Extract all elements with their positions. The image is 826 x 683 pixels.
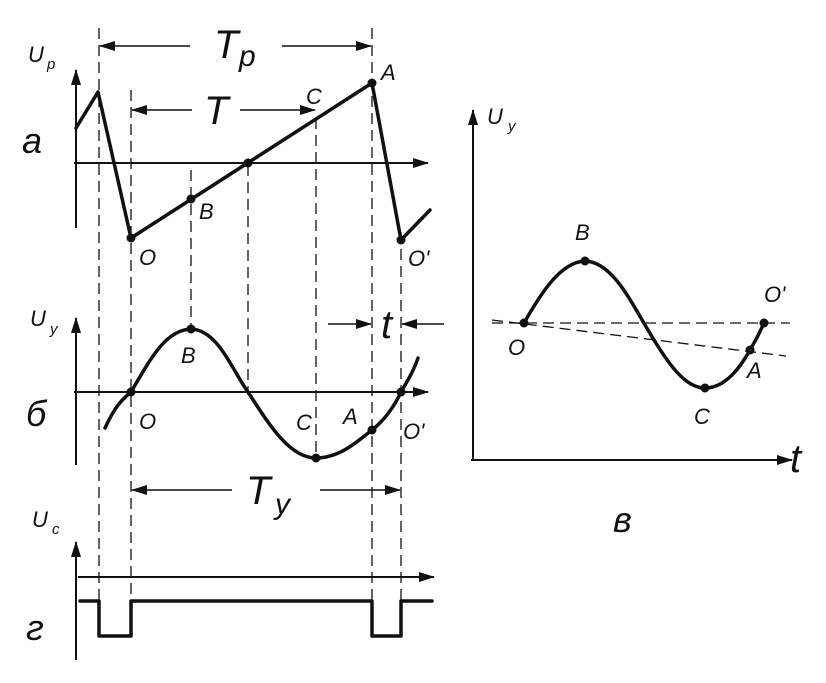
point-c-b — [311, 453, 321, 463]
label-o-prime-a: O' — [408, 246, 430, 271]
point-mid-a — [243, 158, 253, 168]
tp-label: T — [214, 23, 241, 67]
label-o-prime-b: O' — [403, 419, 425, 444]
tp-subscript: р — [238, 40, 256, 73]
sine-curve-b — [103, 327, 420, 460]
ty-label: T — [246, 469, 273, 513]
label-c-a: C — [306, 84, 322, 109]
shift-label: t — [381, 303, 394, 347]
sawtooth-curve — [74, 81, 432, 242]
label-c-v: C — [694, 404, 710, 429]
point-o-v — [519, 318, 529, 328]
point-b-b — [186, 324, 196, 334]
label-b-b: B — [181, 343, 196, 368]
panel-v: U у t в O B C A O' — [468, 104, 803, 540]
label-c-b: C — [296, 410, 312, 435]
point-c-v — [700, 383, 710, 393]
panel-v-label: в — [613, 499, 632, 540]
up-axis-label: U — [28, 42, 44, 67]
uy-axis-label-b: U — [30, 306, 46, 331]
label-o-prime-v: O' — [764, 282, 786, 307]
label-o-b: O — [139, 409, 156, 434]
guide-lines — [98, 28, 402, 630]
label-o-v: O — [508, 335, 525, 360]
dashed-sloped-line — [491, 319, 787, 357]
point-a-v — [745, 345, 755, 355]
point-a-a — [367, 78, 377, 88]
label-b-a: B — [199, 199, 214, 224]
uc-axis-subscript: c — [52, 521, 60, 538]
t-axis-label-v: t — [790, 437, 803, 481]
point-b-a — [186, 194, 196, 204]
panel-b-label: б — [26, 393, 48, 434]
label-o-a: O — [139, 245, 156, 270]
panel-a-label: а — [22, 120, 42, 161]
uc-axis-label: U — [32, 507, 48, 532]
pulse-train — [78, 599, 434, 638]
point-o-prime-b — [396, 387, 406, 397]
up-axis-subscript: р — [46, 56, 55, 73]
point-o-a — [126, 233, 136, 243]
panel-g: U c г — [26, 507, 435, 660]
t-label: T — [204, 89, 231, 133]
panel-b: U у б O B C A O' t T у — [26, 303, 444, 521]
point-o-b — [126, 387, 136, 397]
label-a-v: A — [745, 358, 762, 383]
point-a-b — [367, 425, 377, 435]
panel-g-label: г — [26, 607, 44, 648]
uy-axis-subscript-v: у — [507, 118, 517, 135]
point-o-prime-v — [759, 318, 769, 328]
ty-subscript: у — [273, 488, 292, 521]
uy-axis-subscript-b: у — [49, 321, 59, 338]
label-b-v: B — [575, 220, 590, 245]
uy-axis-label-v: U — [487, 104, 503, 129]
sine-curve-v — [522, 259, 766, 390]
label-a-a: A — [379, 60, 396, 85]
panel-a: U р а O B C A O' T р T — [22, 23, 432, 271]
label-a-b: A — [341, 404, 358, 429]
point-o-prime-a — [396, 235, 406, 245]
point-b-v — [580, 256, 590, 266]
